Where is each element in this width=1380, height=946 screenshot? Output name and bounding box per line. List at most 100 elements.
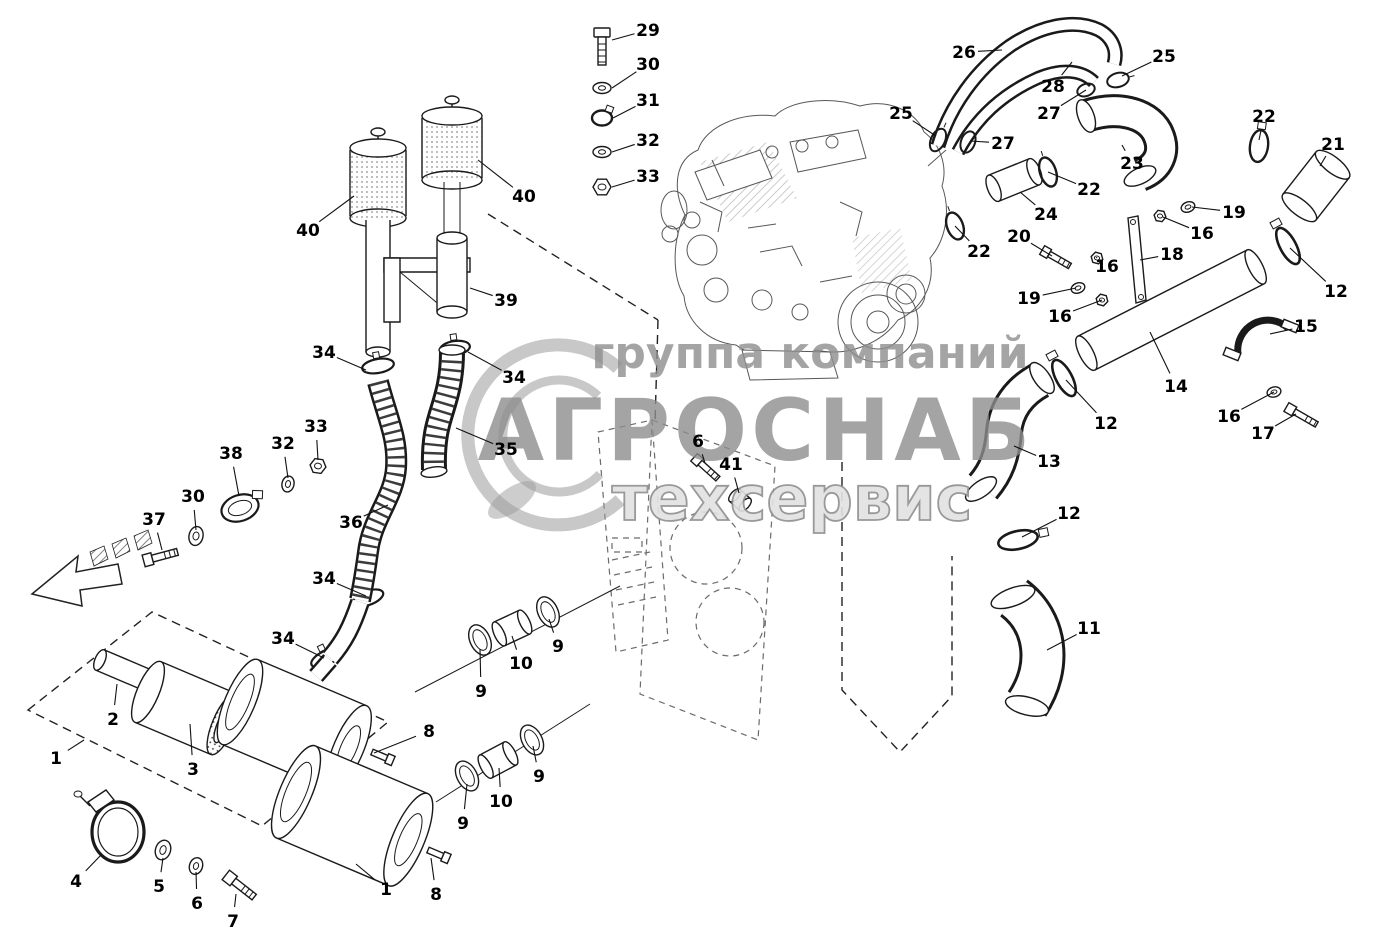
washer-32-b — [281, 475, 295, 493]
leader-line-16 — [1162, 216, 1190, 229]
leader-line-32 — [284, 456, 289, 479]
leader-line-36 — [363, 504, 389, 517]
nut-33-b — [309, 457, 327, 475]
bolt-29 — [593, 27, 611, 66]
leader-line-30 — [193, 509, 197, 531]
watermark-logo-swirl — [461, 338, 625, 532]
leader-line-26 — [977, 49, 1003, 52]
callout-18: 18 — [1160, 245, 1184, 265]
callout-34: 34 — [312, 569, 336, 589]
bolt-37 — [141, 547, 180, 568]
callout-8: 8 — [423, 722, 435, 742]
callout-19: 19 — [1017, 289, 1041, 309]
leader-line-34 — [336, 583, 367, 597]
clamp-12-b — [1045, 349, 1078, 398]
callout-4: 4 — [70, 872, 82, 892]
leader-line-2 — [114, 683, 118, 706]
clamp-22-a — [1037, 150, 1059, 188]
leader-line-13 — [1013, 445, 1037, 456]
leader-line-29 — [611, 33, 635, 41]
leader-line-25 — [912, 120, 937, 137]
clamp-25-a — [928, 122, 948, 153]
leader-line-8 — [373, 735, 417, 754]
callout-20: 20 — [1007, 227, 1031, 247]
air-filter-right — [421, 95, 483, 190]
hose-26 — [930, 16, 1123, 149]
sleeve-10-b — [477, 741, 519, 779]
leader-line-19 — [1191, 206, 1221, 211]
callout-41: 41 — [719, 455, 743, 475]
callout-12: 12 — [1057, 504, 1081, 524]
leader-line-22 — [954, 225, 970, 242]
elbow-pipe-23 — [1075, 94, 1179, 191]
callout-19: 19 — [1222, 203, 1246, 223]
callout-16: 16 — [1217, 407, 1241, 427]
leader-line-16 — [1095, 256, 1098, 259]
bracket-18 — [1127, 215, 1147, 304]
saddle-bracket-15 — [1222, 316, 1300, 362]
leader-line-33 — [316, 439, 319, 461]
callout-34: 34 — [502, 368, 526, 388]
callout-25: 25 — [1152, 47, 1176, 67]
leader-line-40 — [318, 195, 355, 223]
callout-8: 8 — [430, 885, 442, 905]
leader-line-41 — [734, 477, 740, 494]
leader-line-20 — [1030, 242, 1053, 257]
hose-27-28 — [951, 64, 1099, 156]
callout-33: 33 — [304, 417, 328, 437]
callout-24: 24 — [1034, 205, 1058, 225]
watermark-line2: АГРОСНАБ — [478, 381, 1035, 481]
leader-line-8 — [430, 857, 435, 881]
callout-35: 35 — [494, 440, 518, 460]
nut-16-a — [1153, 209, 1167, 223]
callout-16: 16 — [1190, 224, 1214, 244]
callout-37: 37 — [142, 510, 166, 530]
watermark-logo-leaf — [488, 481, 536, 519]
leader-line-9 — [479, 648, 482, 678]
corrugated-hose-36 — [309, 379, 408, 682]
leader-line-1 — [355, 863, 376, 881]
sleeve-10-a — [491, 609, 533, 647]
elbow-21 — [1281, 149, 1351, 223]
callout-39: 39 — [494, 291, 518, 311]
clamp-9-c — [454, 760, 480, 792]
callout-11: 11 — [1077, 619, 1101, 639]
engine-sketch — [660, 100, 947, 381]
callout-34: 34 — [312, 343, 336, 363]
nut-33-top — [592, 178, 612, 196]
callout-25: 25 — [889, 104, 913, 124]
callout-5: 5 — [153, 877, 165, 897]
callout-22: 22 — [967, 242, 991, 262]
leader-line-22 — [1258, 129, 1262, 141]
clamp-31 — [590, 104, 615, 127]
leader-line-19 — [1042, 287, 1077, 296]
leader-line-12 — [1065, 379, 1097, 414]
callout-13: 13 — [1037, 452, 1061, 472]
clamp-25-b — [1106, 71, 1135, 89]
callout-12: 12 — [1324, 282, 1348, 302]
leader-line-6 — [701, 454, 706, 464]
sleeve-24 — [985, 157, 1043, 203]
callout-34: 34 — [271, 629, 295, 649]
filter-element-3 — [130, 660, 241, 756]
leader-line-22 — [1047, 171, 1077, 185]
leader-line-10 — [498, 767, 501, 788]
mounting-bracket-39 — [383, 182, 471, 323]
washer-19-a — [1180, 201, 1196, 213]
leader-line-11 — [1046, 634, 1077, 651]
leader-line-40 — [477, 159, 514, 188]
leader-line-9 — [548, 618, 555, 633]
leader-line-14 — [1149, 331, 1171, 374]
corrugated-elbow-35 — [420, 344, 466, 478]
callout-40: 40 — [512, 187, 536, 207]
clamp-9-b — [535, 596, 561, 628]
washer-19-b — [1070, 282, 1086, 294]
callout-14: 14 — [1164, 377, 1188, 397]
leader-line-1 — [67, 739, 85, 751]
leader-line-35 — [455, 427, 494, 445]
leader-line-25 — [1121, 61, 1152, 77]
leader-line-10 — [511, 635, 518, 650]
callout-2: 2 — [107, 710, 119, 730]
clamp-9-d — [519, 724, 545, 756]
leader-line-23 — [1121, 144, 1126, 152]
